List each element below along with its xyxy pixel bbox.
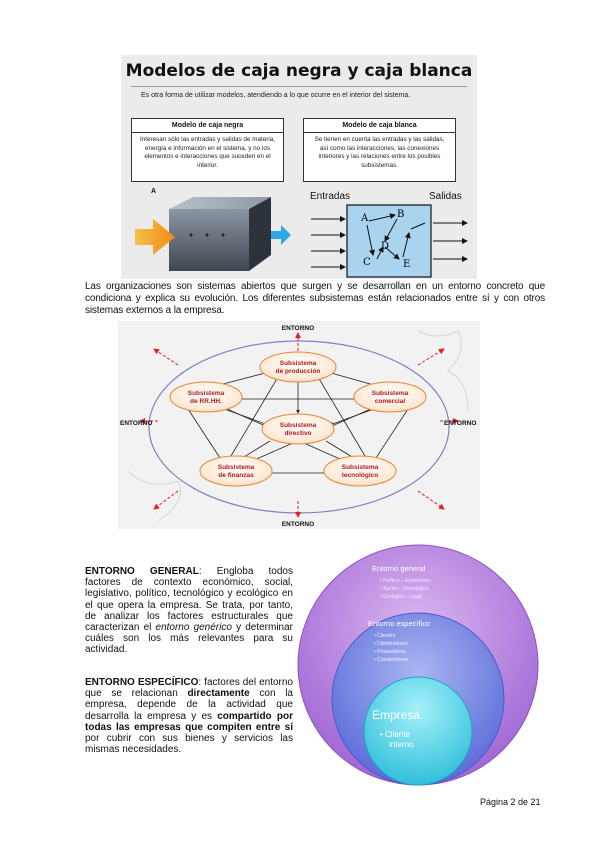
white-box-diagram: A B C D E	[311, 204, 468, 278]
node-c: C	[363, 257, 371, 268]
output-arrow	[271, 225, 291, 245]
title-divider	[131, 86, 467, 87]
svg-text:• Cliente: • Cliente	[380, 730, 410, 739]
svg-text:Subsistema: Subsistema	[342, 464, 379, 471]
svg-text:de RR.HH.: de RR.HH.	[190, 398, 222, 405]
black-box-card: Modelo de caja negra Interesan sólo las …	[131, 118, 284, 182]
specific-heading: ENTORNO ESPECÍFICO	[85, 677, 199, 688]
environment-arrows	[139, 332, 459, 518]
node-tecnologico: Subsistema tecnológico	[323, 455, 397, 487]
node-finanzas: Subsistema de finanzas	[199, 455, 273, 487]
label-a: A	[151, 188, 157, 195]
figure1-intro: Es otra forma de utilizar modelos, atend…	[141, 92, 411, 99]
input-arrow	[135, 219, 175, 255]
node-directivo: Subsistema directivo	[261, 413, 335, 445]
node-b: B	[397, 209, 404, 220]
svg-text:• Ecológico - Legal: • Ecológico - Legal	[380, 594, 422, 600]
general-environment-text: ENTORNO GENERAL: Engloba todos factores …	[85, 566, 293, 656]
svg-text:• Político – Económico: • Político – Económico	[380, 578, 430, 584]
outputs-label: Salidas	[429, 191, 462, 202]
svg-text:Subsistema: Subsistema	[372, 390, 409, 397]
black-box-text: Interesan sólo las entradas y salidas de…	[139, 136, 276, 169]
specific-environment-text: ENTORNO ESPECÍFICO: factores del entorno…	[85, 677, 293, 756]
svg-text:• Competidores: • Competidores	[374, 657, 409, 663]
inner-title: Empresa	[372, 708, 420, 722]
subsystems-diagram: Subsistema de producción Subsistema de R…	[118, 321, 480, 529]
node-rrhh: Subsistema de RR.HH.	[169, 381, 243, 413]
entorno-left: ENTORNO	[120, 420, 152, 427]
emphasis: entorno genérico	[155, 622, 232, 634]
white-box-card: Modelo de caja blanca Se tienen en cuent…	[303, 118, 456, 182]
svg-text:interno: interno	[389, 740, 414, 749]
box-top	[169, 197, 271, 209]
svg-text:tecnológico: tecnológico	[342, 472, 379, 479]
svg-text:comercial: comercial	[375, 398, 406, 405]
box-front	[169, 209, 249, 271]
middle-title: Entorno específico	[368, 619, 430, 628]
node-produccion: Subsistema de producción	[259, 351, 337, 383]
svg-text:directivo: directivo	[284, 430, 311, 437]
entorno-right: ENTORNO	[444, 420, 476, 427]
svg-text:Subsistema: Subsistema	[280, 360, 317, 367]
intro-paragraph: Las organizaciones son sistemas abiertos…	[85, 281, 545, 316]
node-d: D	[381, 241, 389, 252]
figure1-title: Modelos de caja negra y caja blanca	[125, 61, 473, 81]
node-comercial: Subsistema comercial	[353, 381, 427, 413]
outer-title: Entorno general	[372, 564, 426, 573]
svg-text:• Proveedores: • Proveedores	[374, 649, 406, 655]
black-white-box-figure: Modelos de caja negra y caja blanca Es o…	[121, 55, 477, 279]
white-box-text: Se tienen en cuenta las entradas y las s…	[314, 136, 445, 169]
box-side	[249, 197, 271, 271]
inner-circle	[363, 676, 473, 786]
svg-text:• Social – Tecnológico: • Social – Tecnológico	[380, 586, 429, 592]
svg-text:Subsistema: Subsistema	[280, 422, 317, 429]
white-box-header: Modelo de caja blanca	[304, 119, 455, 133]
entorno-bottom: ENTORNO	[282, 521, 314, 528]
node-a: A	[360, 213, 369, 224]
inputs-label: Entradas	[310, 191, 351, 202]
node-e: E	[403, 259, 410, 270]
page-number: Página 2 de 21	[480, 797, 541, 807]
svg-text:• Clientes: • Clientes	[374, 633, 396, 639]
black-box-illustration	[135, 197, 291, 271]
black-box-header: Modelo de caja negra	[132, 119, 283, 133]
environment-circles-diagram: Entorno general • Político – Económico •…	[297, 544, 539, 786]
svg-text:de finanzas: de finanzas	[218, 472, 254, 479]
svg-text:Subsistema: Subsistema	[218, 464, 255, 471]
general-heading: ENTORNO GENERAL	[85, 566, 199, 577]
svg-text:• Distribuidores: • Distribuidores	[374, 641, 408, 647]
svg-text:de producción: de producción	[276, 368, 321, 375]
background-decoration	[127, 330, 469, 522]
entorno-top: ENTORNO	[282, 325, 314, 332]
svg-text:Subsistema: Subsistema	[188, 390, 225, 397]
